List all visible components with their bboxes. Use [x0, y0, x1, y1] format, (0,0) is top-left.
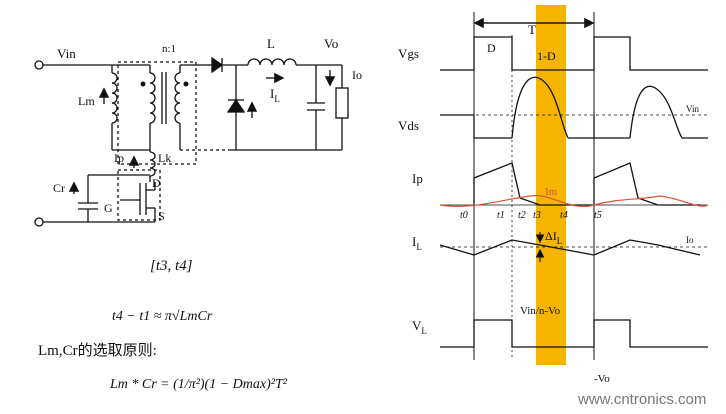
cr-label: Cr [53, 181, 65, 195]
vds-label: Vds [398, 118, 419, 133]
ip-wave-label: Ip [412, 171, 423, 186]
il-label: IL [270, 86, 280, 104]
t-label: t2 [518, 210, 526, 221]
highlight-band [536, 5, 566, 365]
lm-coil [111, 72, 118, 124]
vo-label: Vo [324, 36, 338, 51]
vin-terminal [34, 60, 44, 70]
ground-terminal [34, 217, 44, 227]
vl-high-label: Vin/n-Vo [520, 305, 561, 317]
il-wave-label: IL [412, 234, 422, 252]
transformer-box [117, 61, 197, 165]
transformer-ratio-label: n:1 [162, 43, 176, 55]
watermark: www.cntronics.com [577, 391, 706, 408]
circuit [34, 56, 349, 227]
t-label: t5 [594, 210, 602, 221]
output-diode [211, 56, 224, 74]
t-label: t1 [497, 210, 505, 221]
equation-2: Lm * Cr = (1/π²)(1 − Dmax)²T² [109, 377, 288, 392]
lk-coil [149, 151, 156, 177]
t-label: t4 [560, 210, 568, 221]
t-label: t0 [460, 210, 468, 221]
duty-label: D [487, 41, 496, 55]
primary-coil [149, 72, 156, 124]
ip-label: Ip [114, 151, 124, 165]
interval-label: [t3, t4] [150, 258, 193, 274]
inductor-l [247, 58, 297, 66]
vl-wave-label: VL [412, 318, 427, 336]
lm-label: Lm [78, 94, 95, 108]
im-curve [439, 194, 709, 208]
time-labels: t0 t1 t2 t3 t4 t5 [460, 210, 602, 221]
vin-label: Vin [57, 46, 76, 61]
equation-1: t4 − t1 ≈ π√LmCr [112, 309, 213, 324]
io-label: Io [352, 68, 362, 82]
lk-label: Lk [158, 151, 171, 165]
secondary-coil [174, 72, 181, 124]
gate-label: G [104, 201, 113, 215]
inductor-label: L [267, 36, 275, 51]
delta-il-label: ΔIL [545, 229, 562, 246]
rule-title: Lm,Cr的选取原则: [38, 342, 157, 359]
vl-low-label: -Vo [594, 373, 610, 385]
waveforms [439, 12, 708, 360]
vin-marker-label: Vin [686, 104, 699, 114]
drain-label: D [152, 176, 161, 190]
one-minus-d-label: 1-D [537, 49, 556, 63]
load-resistor [335, 87, 349, 119]
source-label: S [158, 209, 165, 223]
mosfet-box [117, 169, 161, 221]
im-label: Im [545, 186, 558, 198]
freewheel-diode [226, 98, 246, 113]
period-label: T [528, 22, 536, 37]
io-marker-label: Io [686, 235, 694, 245]
t-label: t3 [533, 210, 541, 221]
vgs-label: Vgs [398, 46, 419, 61]
